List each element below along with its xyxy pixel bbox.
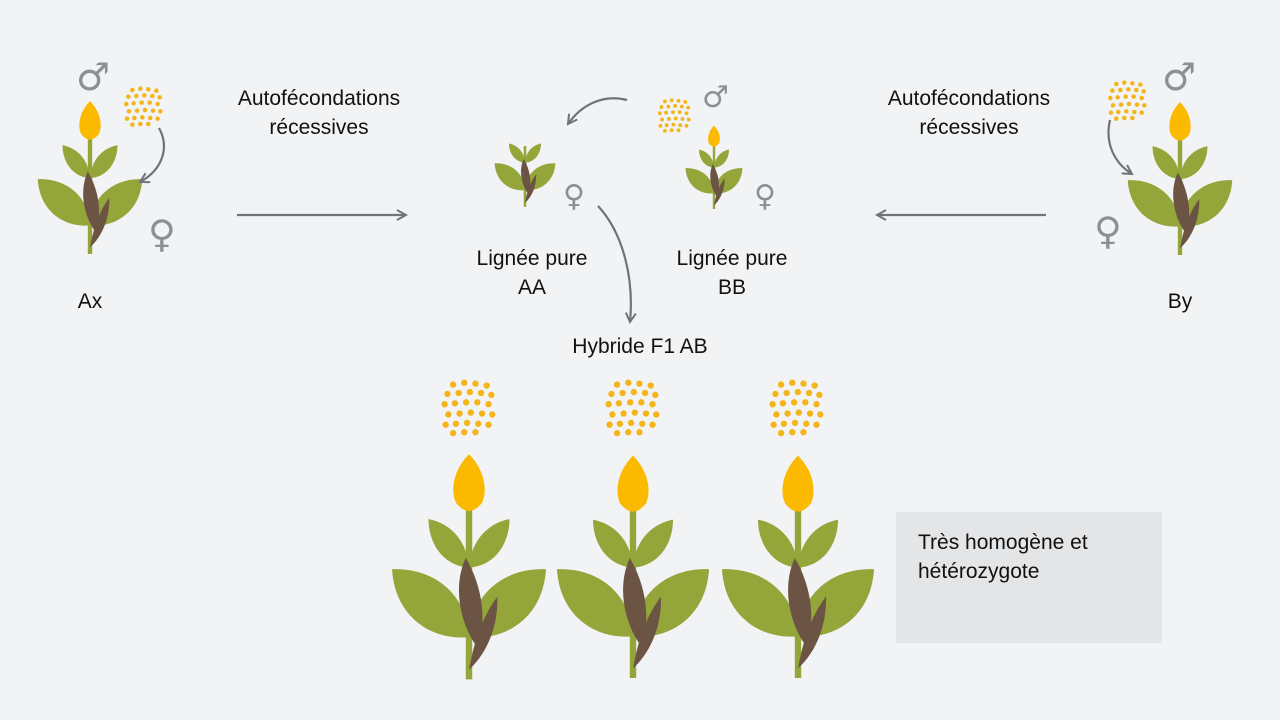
hybrid-1-pollen-icon xyxy=(441,379,496,437)
cross-to-hybrid-arrow-icon xyxy=(597,205,631,322)
hybrid-label: Hybride F1 AB xyxy=(572,335,708,358)
by-male-symbol-icon: ♂ xyxy=(1162,55,1197,99)
bb-to-aa-arrow-icon xyxy=(568,97,628,124)
aa-female-symbol-icon: ♀ xyxy=(563,179,585,214)
hybrid-3-plant-icon xyxy=(722,455,874,678)
line-bb-pollen-icon xyxy=(657,98,691,133)
parent-by-plant-icon xyxy=(1127,102,1233,255)
ax-male-symbol-icon: ♂ xyxy=(76,55,111,99)
parent-ax-pollen-icon xyxy=(124,86,163,127)
hybrid-1-plant-icon xyxy=(392,454,546,680)
hybrid-2-plant-icon xyxy=(557,455,709,678)
parent-left-label: Ax xyxy=(77,290,103,313)
line-aa-plant-icon xyxy=(494,143,556,207)
ax-self-pollination-arrow-icon xyxy=(140,127,165,182)
bb-male-symbol-icon: ♂ xyxy=(702,80,729,115)
parent-right-label: By xyxy=(1167,290,1193,313)
by-self-pollination-arrow-icon xyxy=(1107,119,1132,174)
parent-by-pollen-icon xyxy=(1108,80,1147,121)
by-female-symbol-icon: ♀ xyxy=(1094,209,1122,253)
ax-female-symbol-icon: ♀ xyxy=(148,212,176,256)
parent-ax-plant-icon xyxy=(37,101,143,254)
hybrid-3-pollen-icon xyxy=(769,379,824,437)
bb-female-symbol-icon: ♀ xyxy=(754,179,776,214)
hybrid-2-pollen-icon xyxy=(605,379,660,437)
line-bb-plant-icon xyxy=(685,125,743,209)
